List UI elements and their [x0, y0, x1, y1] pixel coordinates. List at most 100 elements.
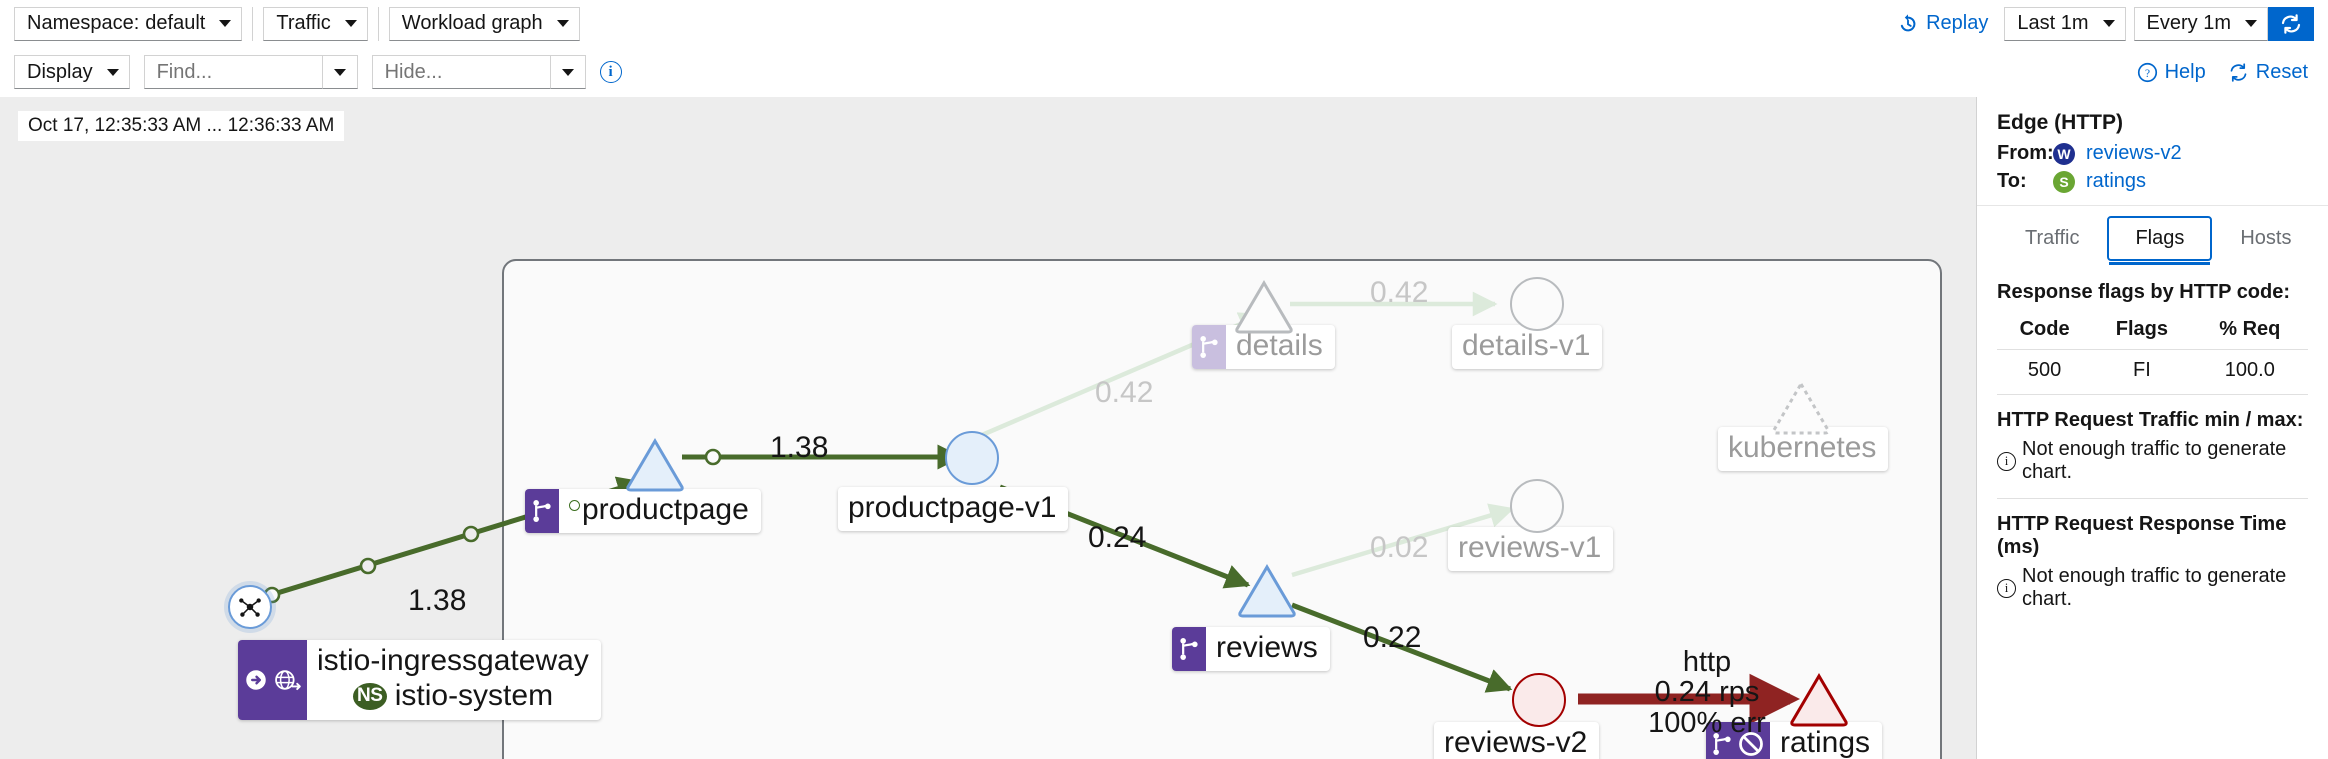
edge-label-details-details-v1[interactable]: 0.42 [1370, 276, 1429, 309]
chevron-down-icon [556, 20, 569, 27]
node-productpage-v1[interactable] [945, 431, 999, 485]
edge-reviews-to-reviews-v2[interactable] [1291, 602, 1513, 693]
node-namespace-row: NS istio-system [352, 678, 554, 713]
workload-branch-icon [1180, 638, 1198, 661]
from-label: From: [1997, 142, 2054, 164]
edge-label-productpage-v1-details[interactable]: 0.42 [1095, 376, 1154, 409]
node-label-istio-ingressgateway[interactable]: istio-ingressgateway NS istio-system [238, 640, 601, 720]
tab-traffic[interactable]: Traffic [2025, 227, 2080, 249]
tab-flags[interactable]: Flags [2107, 216, 2213, 265]
traffic-chart-note-text: Not enough traffic to generate chart. [2022, 438, 2287, 483]
node-productpage[interactable] [624, 437, 686, 498]
node-badges-ratings [1706, 722, 1770, 759]
node-label-text-reviews-v2: reviews-v2 [1434, 722, 1599, 759]
reset-button[interactable]: Reset [2228, 61, 2308, 84]
col-flags: Flags [2092, 314, 2192, 350]
find-group [143, 55, 358, 89]
edge-reviews-to-reviews-v1[interactable] [1291, 503, 1515, 578]
find-input[interactable] [143, 55, 322, 89]
response-time-chart-note-text: Not enough traffic to generate chart. [2022, 565, 2287, 610]
reset-label: Reset [2255, 60, 2308, 83]
triangle-dashed-shape [1772, 381, 1830, 435]
node-label-reviews-v2[interactable]: reviews-v2 [1434, 722, 1600, 759]
edge-label-reviews-reviews-v1[interactable]: 0.02 [1370, 531, 1429, 564]
help-reset-group: ? Help Reset [2137, 61, 2328, 84]
find-dropdown-button[interactable] [321, 55, 358, 89]
edge-label-ingressgateway-productpage[interactable]: 1.38 [408, 584, 467, 617]
refresh-interval-selector[interactable]: Every 1m [2133, 6, 2268, 41]
duration-selector[interactable]: Last 1m [2004, 6, 2126, 41]
tab-hosts[interactable]: Hosts [2240, 227, 2292, 249]
edge-label-reviews-v2-ratings[interactable]: http 0.24 rps 100% err [1612, 646, 1802, 739]
node-badges-details [1192, 325, 1226, 370]
node-label-reviews-v1[interactable]: reviews-v1 [1448, 527, 1614, 572]
node-reviews-v1[interactable] [1510, 479, 1564, 533]
node-details-v1[interactable] [1510, 277, 1564, 331]
traffic-selector[interactable]: Traffic [263, 6, 368, 41]
chevron-down-icon [219, 20, 232, 27]
node-details[interactable] [1233, 279, 1295, 340]
edge-details-panel: Edge (HTTP) From: W reviews-v2 To: S rat… [1976, 97, 2328, 759]
namespace-selector[interactable]: Namespace: default [14, 6, 243, 41]
edge-label-productpage-productpage-v1[interactable]: 1.38 [770, 431, 829, 464]
node-name-istio-ingressgateway: istio-ingressgateway [317, 644, 589, 677]
arrow-right-circle-icon [246, 670, 266, 690]
gateway-globe-icon [275, 670, 301, 690]
to-label: To: [1997, 170, 2027, 192]
node-label-text-ratings: ratings [1770, 722, 1882, 759]
toolbar-divider [377, 6, 379, 41]
node-namespace-istio-system: istio-system [394, 679, 554, 713]
graph-time-range-badge: Oct 17, 12:35:33 AM ... 12:36:33 AM [18, 111, 345, 141]
main-content: 1.38 1.38 0.42 0.42 0.24 0.02 0.22 http … [0, 97, 2328, 759]
namespace-label: Namespace: [27, 12, 140, 34]
hide-input[interactable] [371, 55, 550, 89]
history-icon [1900, 13, 1916, 31]
panel-header: Edge (HTTP) From: W reviews-v2 To: S rat… [1977, 97, 2328, 206]
node-reviews[interactable] [1236, 563, 1298, 624]
info-icon[interactable]: i [599, 61, 622, 83]
node-name-reviews: reviews [1216, 631, 1318, 664]
graph-canvas[interactable]: 1.38 1.38 0.42 0.42 0.24 0.02 0.22 http … [0, 97, 1976, 759]
display-menu-button[interactable]: Display [14, 55, 130, 89]
help-button[interactable]: ? Help [2137, 61, 2206, 84]
table-row: 500 FI 100.0 [1997, 349, 2308, 395]
replay-button[interactable]: Replay [1897, 12, 1988, 35]
node-name-productpage-v1: productpage-v1 [848, 491, 1057, 524]
from-value-link[interactable]: reviews-v2 [2086, 142, 2182, 164]
svg-text:?: ? [2145, 67, 2150, 79]
edge-protocol-label: http [1682, 646, 1732, 678]
graph-type-selector[interactable]: Workload graph [388, 6, 580, 41]
edge-label-productpage-v1-reviews[interactable]: 0.24 [1088, 521, 1147, 554]
response-time-chart-note: i Not enough traffic to generate chart. [1997, 565, 2308, 611]
http-request-traffic-section: HTTP Request Traffic min / max: i Not en… [1977, 395, 2328, 484]
chevron-down-icon [333, 68, 346, 76]
node-label-productpage[interactable]: productpage [525, 489, 761, 534]
node-label-details-v1[interactable]: details-v1 [1452, 325, 1603, 370]
panel-title: Edge (HTTP) [1997, 111, 2123, 134]
question-circle-icon: ? [2137, 62, 2157, 82]
replay-label: Replay [1926, 12, 1989, 34]
node-label-productpage-v1[interactable]: productpage-v1 [838, 487, 1069, 532]
hide-dropdown-button[interactable] [549, 55, 586, 89]
primary-toolbar: Namespace: default Traffic Workload grap… [0, 0, 2328, 47]
refresh-button[interactable] [2268, 6, 2314, 41]
triangle-shape [626, 438, 684, 492]
node-istio-ingressgateway[interactable] [228, 585, 272, 629]
node-reviews-v2[interactable] [1512, 673, 1566, 727]
graph-type-label: Workload graph [401, 12, 543, 34]
chevron-down-icon [344, 20, 357, 27]
circle-shape [945, 431, 999, 485]
workload-branch-icon [533, 500, 551, 523]
node-label-reviews[interactable]: reviews [1172, 627, 1330, 672]
node-label-ratings[interactable]: ratings [1706, 722, 1883, 759]
node-name-reviews-v2: reviews-v2 [1444, 726, 1588, 759]
to-value-link[interactable]: ratings [2086, 170, 2147, 192]
cell-code: 500 [1997, 349, 2093, 395]
node-name-kubernetes: kubernetes [1728, 431, 1877, 464]
edge-productpage-to-productpage-v1[interactable] [682, 444, 963, 470]
gateway-circle-shape [228, 585, 272, 629]
edge-label-reviews-reviews-v2[interactable]: 0.22 [1363, 621, 1422, 654]
node-label-text-kubernetes: kubernetes [1718, 427, 1888, 471]
node-kubernetes[interactable] [1770, 380, 1832, 441]
panel-divider [1997, 498, 2308, 499]
